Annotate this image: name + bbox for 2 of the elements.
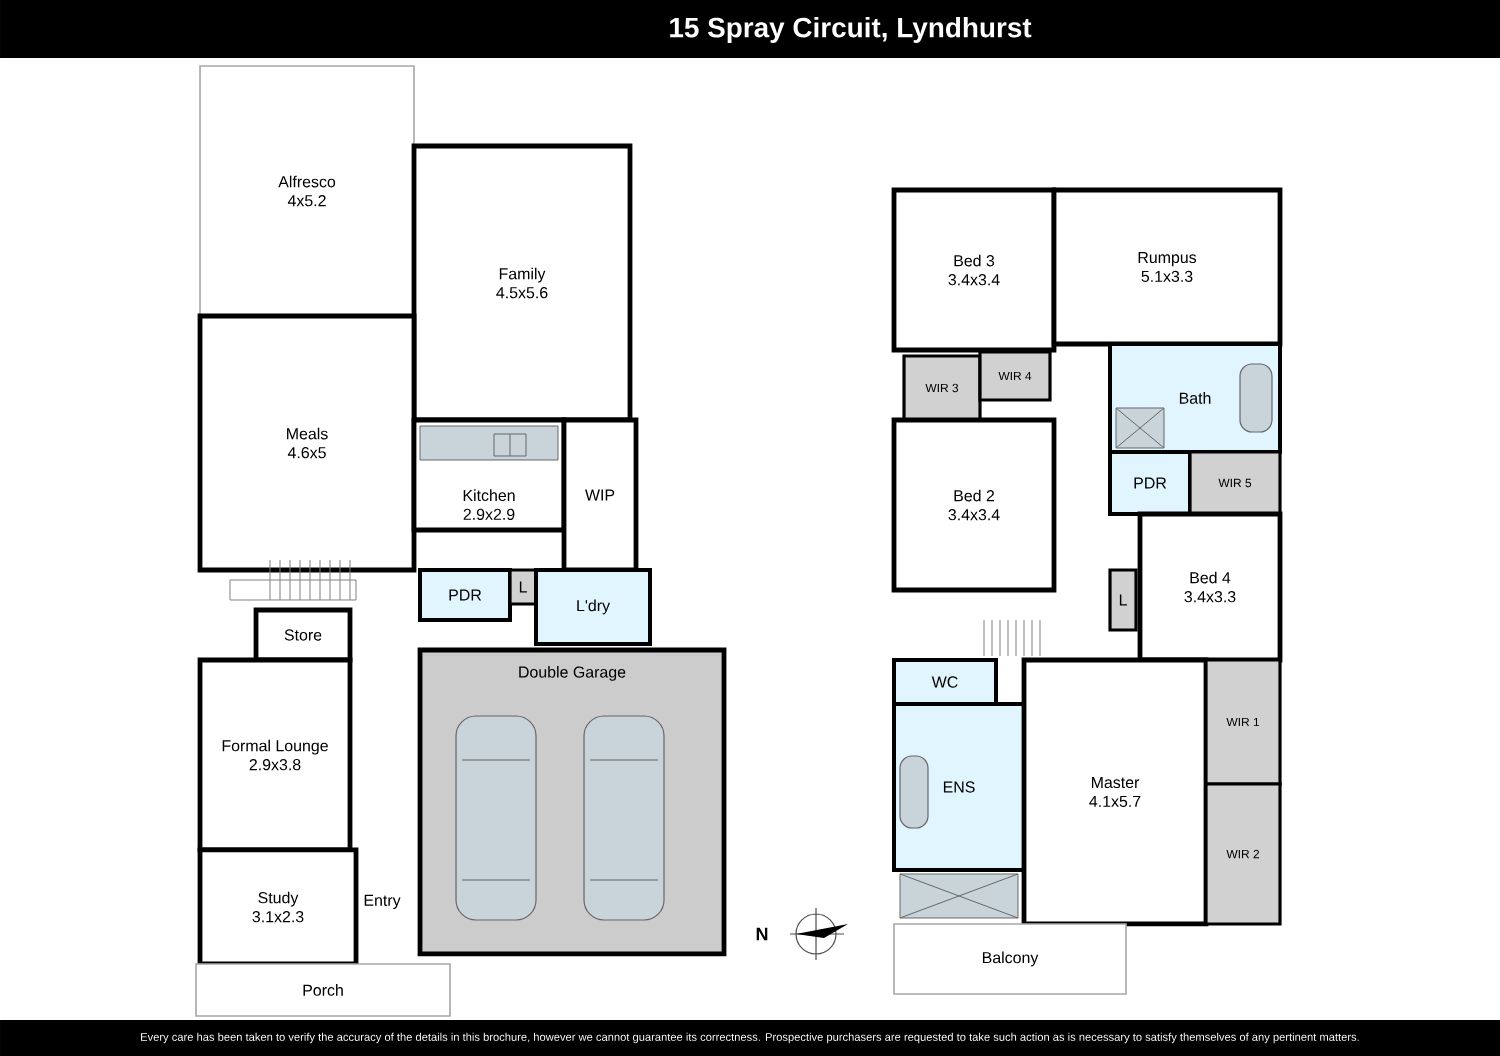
title: 15 Spray Circuit, Lyndhurst	[670, 17, 1032, 43]
compass-letter: N	[756, 927, 768, 941]
